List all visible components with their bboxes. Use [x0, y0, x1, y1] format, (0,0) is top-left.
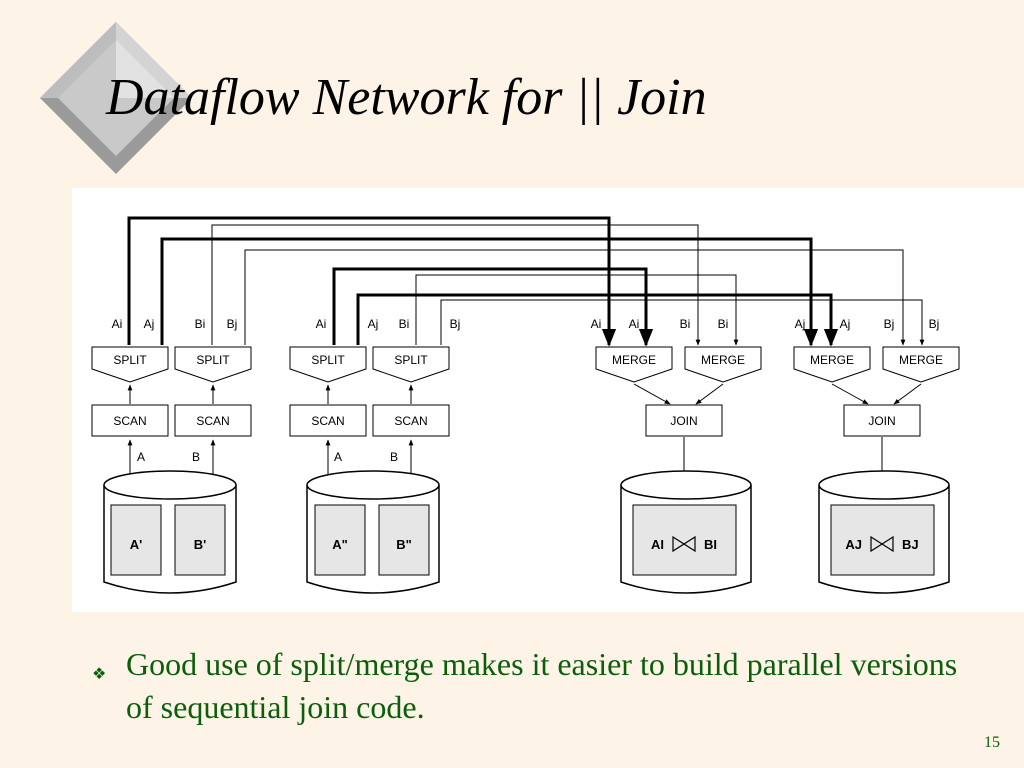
route-line: [160, 237, 819, 347]
source-disk: A' B': [103, 470, 237, 594]
merge-input-label: Bi: [680, 317, 691, 331]
title-diamond-icon: [40, 22, 192, 174]
join-label: JOIN: [670, 414, 697, 428]
route-line: [211, 224, 701, 346]
route-line: [415, 274, 739, 346]
split-node: SPLIT: [91, 346, 169, 383]
flow-arrow: [695, 383, 724, 405]
split-node: SPLIT: [372, 346, 450, 383]
routing-lines: [127, 216, 925, 347]
flow-arrow: [893, 383, 922, 405]
partition-label: A": [332, 537, 348, 552]
split-label: SPLIT: [311, 353, 345, 367]
split-output-label: Aj: [144, 317, 155, 331]
join-node: JOIN: [843, 404, 921, 437]
scan-input-label: A: [137, 450, 145, 464]
flow-arrow: [633, 383, 671, 405]
partition-label: B': [194, 537, 206, 552]
route-line: [332, 267, 654, 347]
split-output-label: Bi: [399, 317, 410, 331]
split-label: SPLIT: [394, 353, 428, 367]
route-line: [127, 216, 617, 347]
route-line: [440, 299, 925, 346]
result-disk: AI BI: [620, 470, 752, 594]
merge-input-label: Aj: [840, 317, 851, 331]
scan-input-label: B: [192, 450, 200, 464]
split-output-label: Bj: [227, 317, 238, 331]
bullet-text: Good use of split/merge makes it easier …: [126, 646, 958, 725]
split-node: SPLIT: [174, 346, 252, 383]
scan-input-label: A: [334, 450, 342, 464]
scan-label: SCAN: [196, 414, 229, 428]
scan-label: SCAN: [113, 414, 146, 428]
result-right-label: BJ: [902, 537, 919, 552]
merge-node: MERGE: [595, 346, 673, 383]
merge-node: MERGE: [882, 346, 960, 383]
result-right-label: BI: [704, 537, 717, 552]
merge-label: MERGE: [899, 353, 943, 367]
dataflow-diagram: Ai Aj Bi Bj Ai Aj Bi Bj Ai Ai Bi Bi Aj A…: [72, 188, 1024, 612]
merge-node: MERGE: [793, 346, 871, 383]
merge-label: MERGE: [612, 353, 656, 367]
split-output-label: Ai: [112, 317, 123, 331]
scan-node: SCAN: [174, 404, 252, 437]
scan-node: SCAN: [91, 404, 169, 437]
slide-title: Dataflow Network for || Join: [106, 69, 707, 126]
partition-label: A': [130, 537, 142, 552]
merge-node: MERGE: [684, 346, 762, 383]
merge-input-label: Bj: [929, 317, 940, 331]
merge-to-join-arrows: [633, 383, 922, 405]
scan-label: SCAN: [394, 414, 427, 428]
scan-node: SCAN: [289, 404, 367, 437]
merge-input-label: Bj: [884, 317, 895, 331]
merge-input-label: Bi: [718, 317, 729, 331]
merge-input-label: Ai: [629, 317, 640, 331]
split-output-label: Aj: [368, 317, 379, 331]
scan-to-split-arrows: [127, 384, 414, 404]
merge-label: MERGE: [810, 353, 854, 367]
merge-input-labels: Ai Ai Bi Bi Aj Aj Bj Bj: [591, 317, 940, 331]
result-left-label: AI: [651, 537, 664, 552]
split-output-label: Bi: [195, 317, 206, 331]
source-disk: A" B": [306, 470, 440, 594]
split-output-label: Ai: [316, 317, 327, 331]
split-output-label: Bj: [450, 317, 461, 331]
split-node: SPLIT: [289, 346, 367, 383]
partition-label: B": [396, 537, 412, 552]
join-label: JOIN: [868, 414, 895, 428]
split-label: SPLIT: [196, 353, 230, 367]
split-output-labels: Ai Aj Bi Bj Ai Aj Bi Bj: [112, 317, 461, 331]
merge-input-label: Ai: [591, 317, 602, 331]
bowtie-join-icon: [672, 535, 696, 553]
slide-number: 15: [984, 734, 1000, 751]
route-line: [356, 293, 839, 347]
route-line: [244, 249, 906, 346]
bowtie-join-icon: [870, 535, 894, 553]
diamond-bullet-icon: ❖: [92, 664, 107, 683]
scan-input-label: B: [390, 450, 398, 464]
result-left-label: AJ: [845, 537, 862, 552]
split-label: SPLIT: [113, 353, 147, 367]
result-disk: AJ BJ: [818, 470, 950, 594]
flow-arrow: [831, 383, 869, 405]
scan-label: SCAN: [311, 414, 344, 428]
join-node: JOIN: [645, 404, 723, 437]
merge-input-label: Aj: [795, 317, 806, 331]
merge-label: MERGE: [701, 353, 745, 367]
scan-node: SCAN: [372, 404, 450, 437]
